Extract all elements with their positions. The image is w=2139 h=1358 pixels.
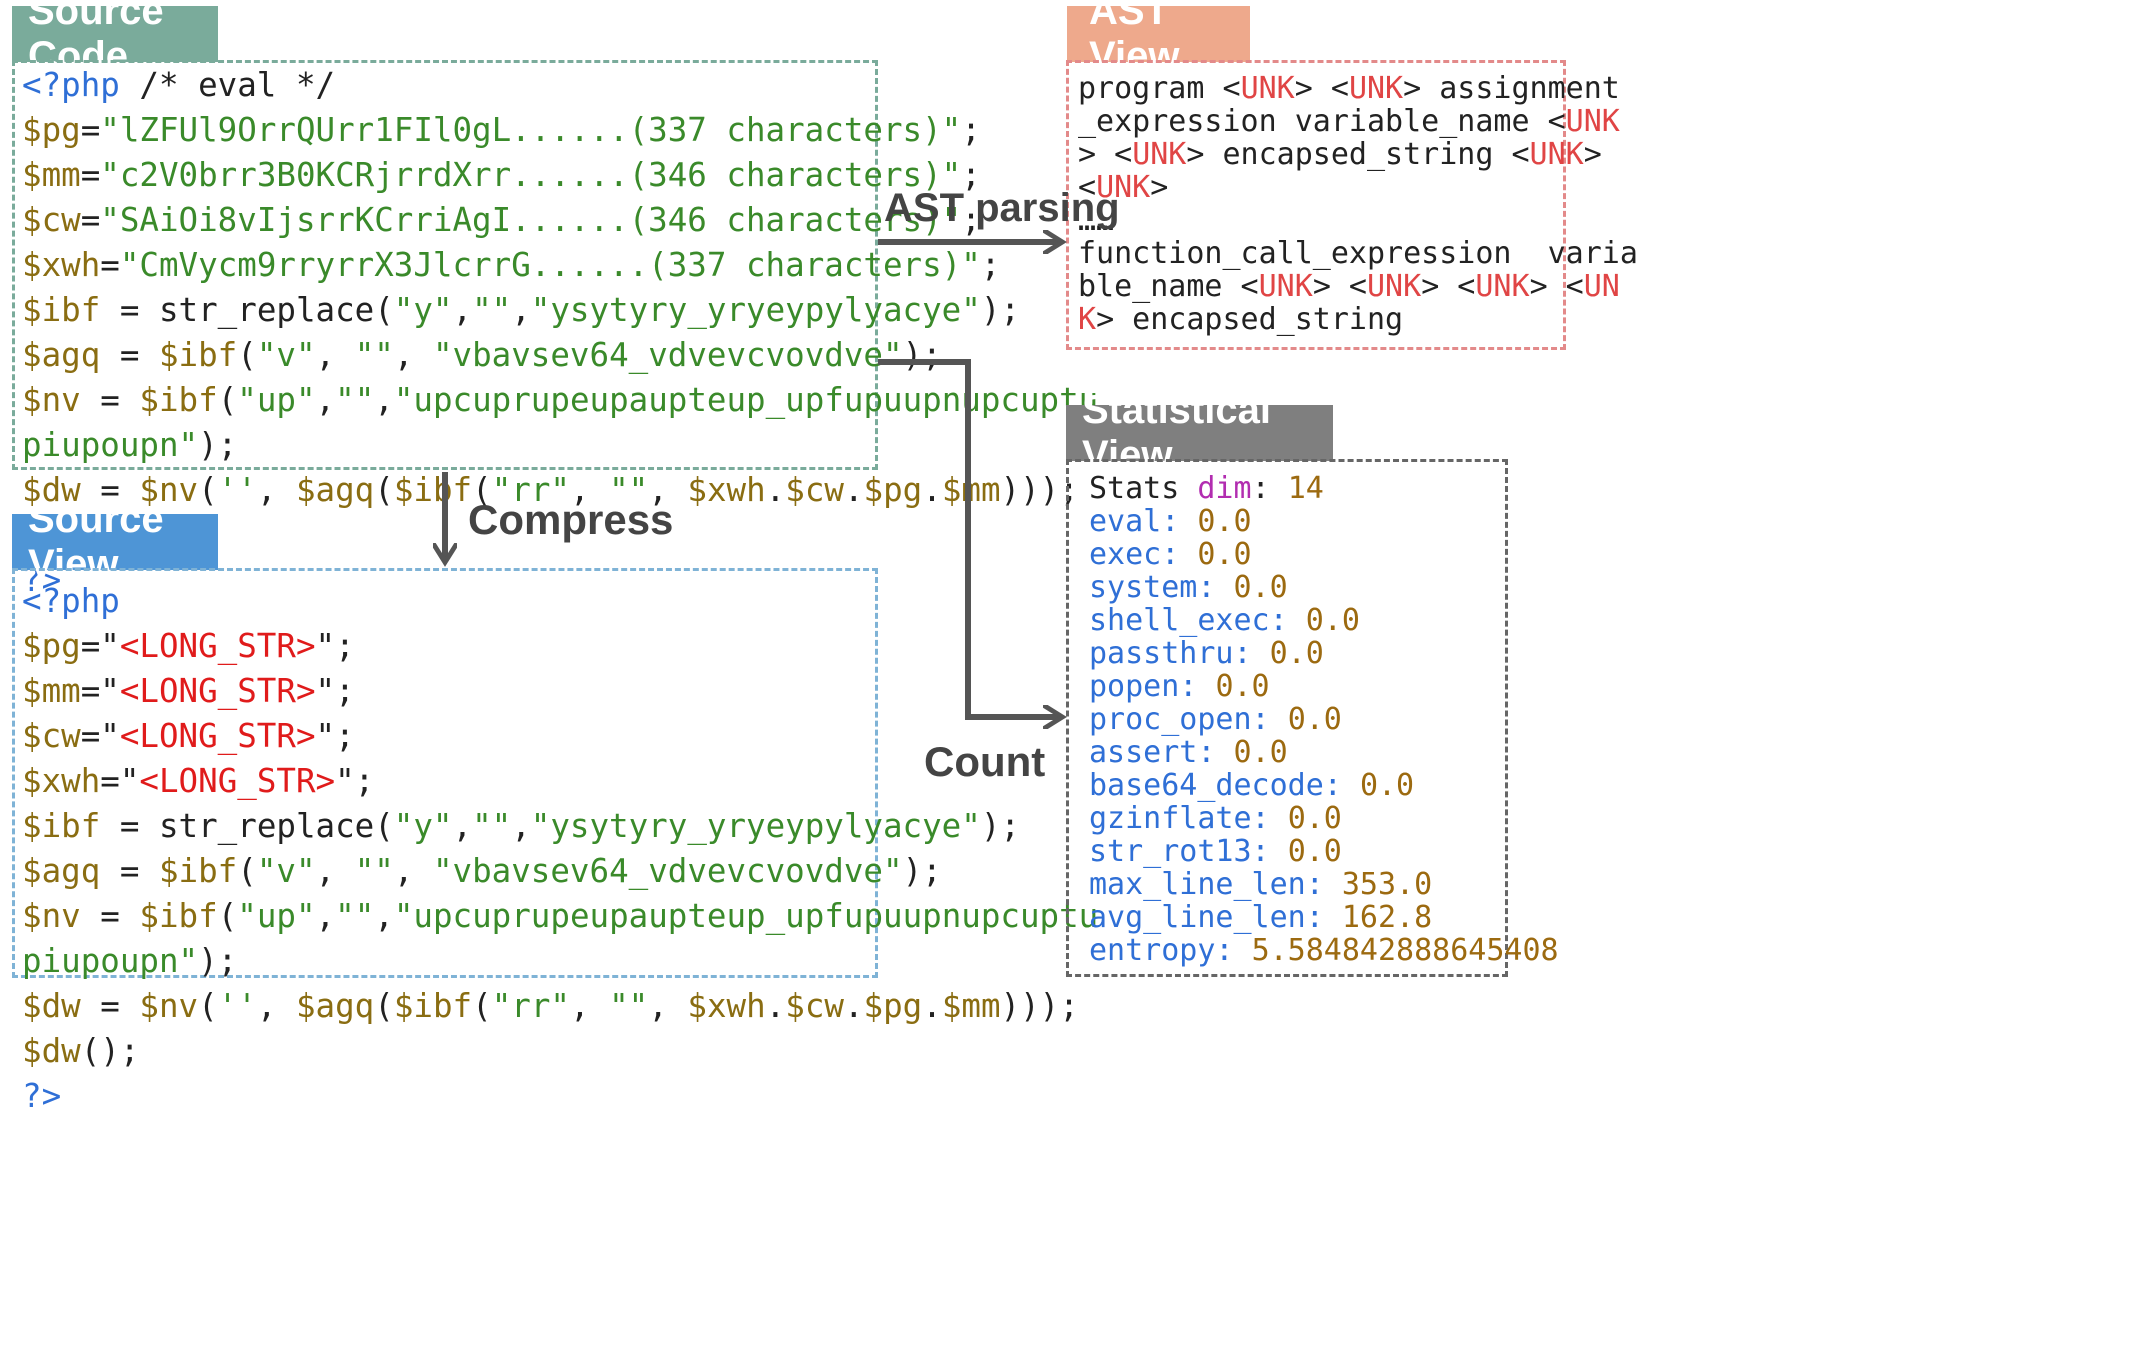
stat-key: proc_open: <box>1089 702 1288 737</box>
source-code-line: $agq = $ibf("v", "", "vbavsev64_vdvevcvo… <box>22 336 942 374</box>
source-view-tag: Source View <box>12 497 218 586</box>
stat-key: base64_decode: <box>1089 768 1360 803</box>
ast-view-listing: program <UNK> <UNK> assignment_expressio… <box>1078 72 1638 336</box>
source-code-panel <box>12 60 878 470</box>
stat-key: passthru: <box>1089 636 1270 671</box>
stat-row: base64_decode: 0.0 <box>1089 769 1559 802</box>
ast-view-line: …… <box>1078 203 1115 238</box>
source-view-line: <?php <box>22 582 120 620</box>
source-code-line: $dw = $nv('', $agq($ibf("rr", "", $xwh.$… <box>22 471 1079 509</box>
stat-row: popen: 0.0 <box>1089 670 1559 703</box>
stat-value: 0.0 <box>1305 603 1360 638</box>
source-view-line: $dw(); <box>22 1032 140 1070</box>
stats-header: Stats dim: 14 <box>1089 471 1324 506</box>
stat-value: 162.8 <box>1341 900 1433 935</box>
source-view-line: $mm="<LONG_STR>"; <box>22 672 355 710</box>
source-code-line: $ibf = str_replace("y","","ysytyry_yryey… <box>22 291 1020 329</box>
source-view-line: $cw="<LONG_STR>"; <box>22 717 355 755</box>
stat-value: 0.0 <box>1287 801 1342 836</box>
source-code-line: $cw="SAiOi8vIjsrrKCrriAgI......(346 char… <box>22 201 981 239</box>
statistical-view-tag: Statistical View <box>1066 388 1333 477</box>
stat-key: eval: <box>1089 504 1198 539</box>
ast-view-panel <box>1066 60 1566 350</box>
source-view-line: $ibf = str_replace("y","","ysytyry_yryey… <box>22 807 1020 845</box>
stat-key: max_line_len: <box>1089 867 1342 902</box>
compress-label: Compress <box>468 496 674 543</box>
stat-value: 0.0 <box>1287 834 1342 869</box>
stat-row: avg_line_len: 162.8 <box>1089 901 1559 934</box>
source-view-listing: <?php $pg="<LONG_STR>"; $mm="<LONG_STR>"; $… <box>22 579 1098 1119</box>
source-view-line: $nv = $ibf("up","","upcuprupeupaupteup_u… <box>22 897 1099 935</box>
stat-value: 0.0 <box>1197 504 1252 539</box>
ast-view-line: program <UNK> <UNK> assignment <box>1078 71 1620 106</box>
stat-key: popen: <box>1089 669 1216 704</box>
ast-view-line: <UNK> <box>1078 170 1169 205</box>
stat-key: avg_line_len: <box>1089 900 1342 935</box>
stat-value: 353.0 <box>1341 867 1433 902</box>
stat-value: 0.0 <box>1233 570 1288 605</box>
statistical-view-title: Statistical View <box>1082 388 1271 477</box>
ast-parsing-label: AST parsing <box>884 186 1120 230</box>
source-code-title: Source Code <box>28 0 164 78</box>
ast-view-line: K> encapsed_string <box>1078 302 1404 337</box>
source-code-line: $nv = $ibf("up","","upcuprupeupaupteup_u… <box>22 381 1099 419</box>
stat-value: 0.0 <box>1215 669 1270 704</box>
stat-value: 0.0 <box>1197 537 1252 572</box>
stat-row: assert: 0.0 <box>1089 736 1559 769</box>
statistical-view-panel <box>1066 459 1508 977</box>
stat-row: str_rot13: 0.0 <box>1089 835 1559 868</box>
source-view-panel <box>12 568 878 978</box>
source-view-line: $agq = $ibf("v", "", "vbavsev64_vdvevcvo… <box>22 852 942 890</box>
source-view-line: $xwh="<LONG_STR>"; <box>22 762 375 800</box>
stat-key: str_rot13: <box>1089 834 1288 869</box>
stat-row: system: 0.0 <box>1089 571 1559 604</box>
stat-key: system: <box>1089 570 1234 605</box>
source-view-title: Source View <box>28 497 164 586</box>
count-label: Count <box>924 738 1046 785</box>
ast-view-title: AST View <box>1089 0 1180 78</box>
stat-row: max_line_len: 353.0 <box>1089 868 1559 901</box>
source-view-line: piupoupn"); <box>22 942 238 980</box>
source-view-line: ?> <box>22 1077 62 1115</box>
stat-value: 0.0 <box>1287 702 1342 737</box>
stat-key: exec: <box>1089 537 1198 572</box>
source-code-line: $mm="c2V0brr3B0KCRjrrdXrr......(346 char… <box>22 156 981 194</box>
source-code-line: piupoupn"); <box>22 426 238 464</box>
source-code-line: $pg="lZFUl9OrrQUrr1FIl0gL......(337 char… <box>22 111 981 149</box>
source-code-listing: <?php /* eval */ $pg="lZFUl9OrrQUrr1FIl0g… <box>22 63 1098 603</box>
count-arrow <box>878 359 1060 717</box>
source-code-line: $xwh="CmVycm9rryrrX3JlcrrG......(337 cha… <box>22 246 1001 284</box>
stat-key: gzinflate: <box>1089 801 1288 836</box>
ast-view-tag: AST View <box>1067 0 1250 78</box>
stat-value: 0.0 <box>1269 636 1324 671</box>
stat-row: proc_open: 0.0 <box>1089 703 1559 736</box>
stat-key: shell_exec: <box>1089 603 1306 638</box>
stat-key: entropy: <box>1089 933 1252 968</box>
source-code-tag: Source Code <box>12 0 218 78</box>
ast-view-line: > <UNK> encapsed_string <UNK> <box>1078 137 1602 172</box>
stat-value: 5.584842888645408 <box>1251 933 1559 968</box>
stat-row: shell_exec: 0.0 <box>1089 604 1559 637</box>
stat-value: 0.0 <box>1359 768 1415 803</box>
stat-row: entropy: 5.584842888645408 <box>1089 934 1559 967</box>
stat-row: gzinflate: 0.0 <box>1089 802 1559 835</box>
stat-row: eval: 0.0 <box>1089 505 1559 538</box>
ast-view-line: ble_name <UNK> <UNK> <UNK> <UN <box>1078 269 1620 304</box>
source-view-line: $dw = $nv('', $agq($ibf("rr", "", $xwh.$… <box>22 987 1079 1025</box>
ast-view-line: function_call_expression varia <box>1078 236 1638 271</box>
stat-row: exec: 0.0 <box>1089 538 1559 571</box>
stat-row: passthru: 0.0 <box>1089 637 1559 670</box>
source-code-line: <?php /* eval */ <box>22 66 336 104</box>
ast-view-line: _expression variable_name <UNK <box>1078 104 1620 139</box>
stat-key: assert: <box>1089 735 1234 770</box>
stat-value: 0.0 <box>1233 735 1288 770</box>
source-view-line: $pg="<LONG_STR>"; <box>22 627 355 665</box>
